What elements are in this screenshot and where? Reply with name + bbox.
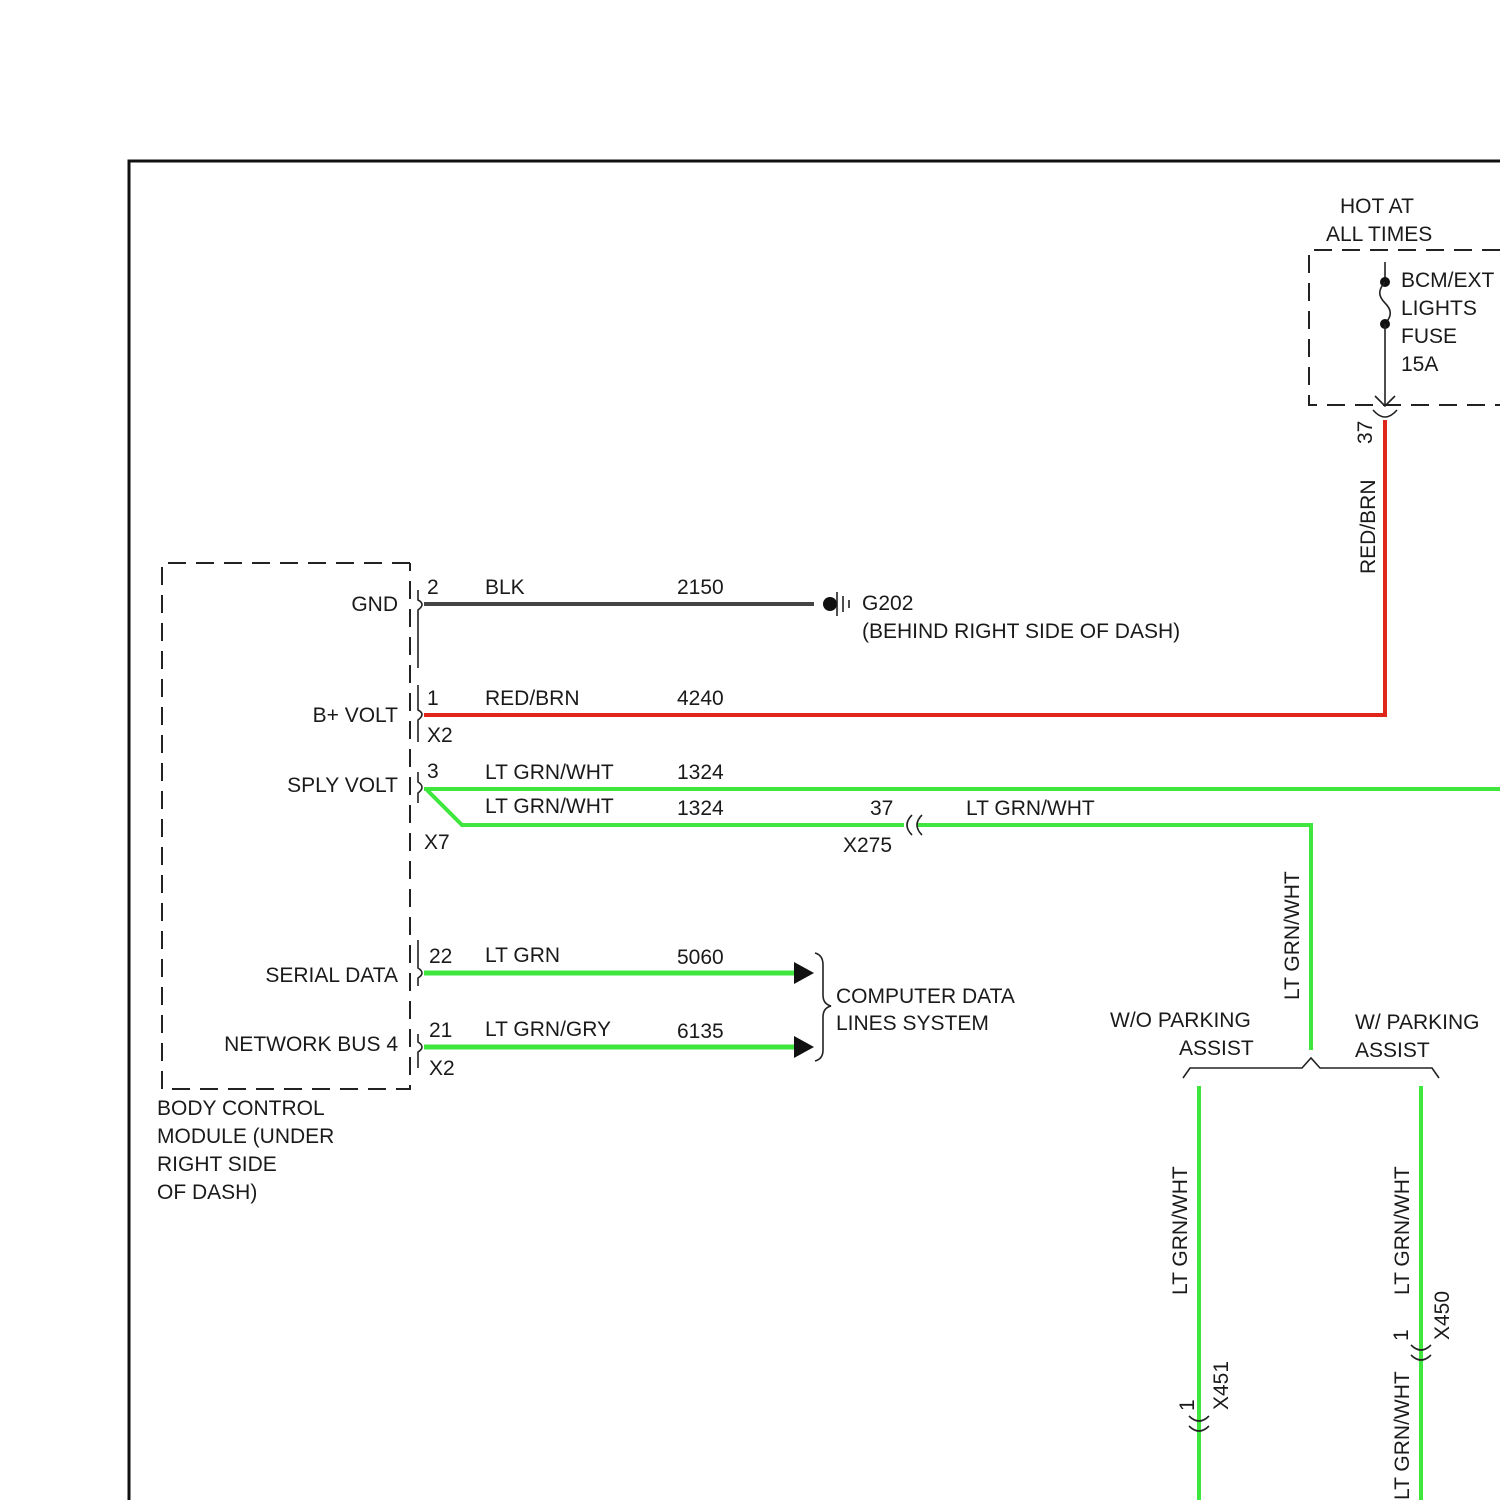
bcm-outline [162,563,410,1089]
wire-color-blk: BLK [485,576,525,599]
inline-wire-color: LT GRN/WHT [966,797,1095,820]
arrow-network-bus [794,1036,814,1058]
circuit-5060: 5060 [677,946,724,969]
bcm-name-line3: RIGHT SIDE [157,1153,277,1176]
circuit-2150: 2150 [677,576,724,599]
pin-label-serial-data: SERIAL DATA [265,964,398,987]
wire-red-brn-4240 [424,420,1385,715]
pin-number-2: 2 [427,576,439,599]
option-with-line2: ASSIST [1355,1039,1430,1062]
data-lines-line1: COMPUTER DATA [836,985,1015,1008]
fuse-pin-37: 37 [1354,421,1377,444]
pin-number-1: 1 [427,687,439,710]
ground-location: (BEHIND RIGHT SIDE OF DASH) [862,620,1180,643]
data-lines-brace [815,953,831,1061]
pin-label-gnd: GND [351,593,398,616]
ground-icon [823,592,849,616]
option-without-line2: ASSIST [1179,1037,1254,1060]
circuit-1324-2: 1324 [677,797,724,820]
hot-at-label: HOT AT [1340,195,1414,218]
wire-color-lt-grn-gry: LT GRN/GRY [485,1018,611,1041]
fuse-connector-icon [1373,410,1397,417]
pin-number-22: 22 [429,945,452,968]
x451-pin: 1 [1176,1399,1199,1411]
bcm-connector-icons [418,590,422,1068]
wire-color-lt-grn: LT GRN [485,944,560,967]
circuit-6135: 6135 [677,1020,724,1043]
fuse-name-line1: BCM/EXT [1401,269,1495,292]
fuse-name-line2: LIGHTS [1401,297,1477,320]
fuse-icon [1375,262,1395,406]
pin-label-network-bus-4: NETWORK BUS 4 [224,1033,398,1056]
wire-color-lt-grn-wht-1: LT GRN/WHT [485,761,614,784]
circuit-4240: 4240 [677,687,724,710]
fuse-rating: 15A [1401,353,1438,376]
inline-connector-id: X275 [843,834,892,857]
data-lines-line2: LINES SYSTEM [836,1012,989,1035]
x451-id: X451 [1210,1361,1233,1410]
circuit-1324-1: 1324 [677,761,724,784]
riser-wire-color: LT GRN/WHT [1281,871,1304,1000]
connector-x7: X7 [424,831,450,854]
bcm-name-line4: OF DASH) [157,1181,257,1204]
wire-color-red-brn: RED/BRN [485,687,580,710]
arrow-serial-data [794,962,814,984]
fuse-name-line3: FUSE [1401,325,1457,348]
red-brn-riser-label: RED/BRN [1357,479,1380,574]
connector-x2-lower: X2 [429,1057,455,1080]
bcm-name-line1: BODY CONTROL [157,1097,325,1120]
pin-number-21: 21 [429,1019,452,1042]
pin-label-bplus-volt: B+ VOLT [313,704,399,727]
ground-id: G202 [862,592,913,615]
option-without-line1: W/O PARKING [1110,1009,1251,1032]
pin-label-sply-volt: SPLY VOLT [287,774,398,797]
connector-x2-upper: X2 [427,724,453,747]
diagram-frame [129,161,1500,1500]
without-wire-color: LT GRN/WHT [1169,1166,1192,1295]
bcm-name-line2: MODULE (UNDER [157,1125,334,1148]
with-wire-color: LT GRN/WHT [1391,1166,1414,1295]
wire-color-lt-grn-wht-2: LT GRN/WHT [485,795,614,818]
inline-connector-pin: 37 [870,797,893,820]
x450-id: X450 [1431,1291,1454,1340]
all-times-label: ALL TIMES [1326,223,1432,246]
option-with-line1: W/ PARKING [1355,1011,1479,1034]
pin-number-3: 3 [427,760,439,783]
x450-pin: 1 [1390,1329,1413,1341]
with-lower-wire-color: LT GRN/WHT [1391,1371,1414,1500]
